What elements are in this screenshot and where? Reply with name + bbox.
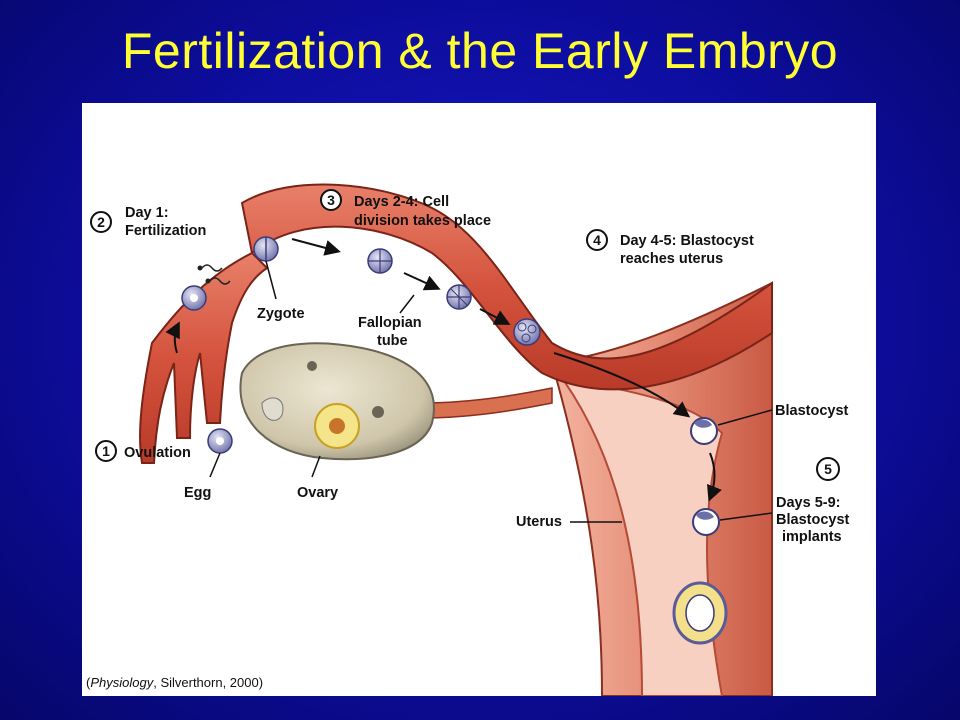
step-3-line1: Days 2-4: Cell bbox=[354, 194, 449, 210]
path-arrow bbox=[707, 452, 722, 502]
path-arrow bbox=[291, 238, 341, 256]
follicle-small bbox=[307, 361, 317, 371]
step-number-5: 5 bbox=[824, 461, 832, 477]
inner-cell-mass bbox=[696, 511, 714, 520]
fimbriae bbox=[139, 251, 269, 464]
inner-cell-mass bbox=[694, 419, 712, 428]
leader-line bbox=[719, 512, 773, 521]
step-1-label: Ovulation bbox=[124, 445, 191, 461]
path-arrow bbox=[403, 272, 441, 291]
step-4-line2: reaches uterus bbox=[620, 251, 723, 267]
zygote-label: Zygote bbox=[257, 306, 305, 322]
citation-rest: , Silverthorn, 2000) bbox=[153, 675, 264, 690]
morula bbox=[513, 318, 541, 346]
step-number-1: 1 bbox=[102, 443, 110, 459]
egg-label: Egg bbox=[184, 485, 211, 501]
implant-label-line3: implants bbox=[782, 529, 842, 545]
sperm bbox=[201, 264, 223, 272]
leader-line bbox=[265, 260, 277, 300]
leader-line bbox=[209, 452, 221, 478]
step-badge-3: 3 bbox=[320, 189, 342, 211]
implant-label-line2: Blastocyst bbox=[776, 512, 850, 528]
uterus-label: Uterus bbox=[516, 514, 562, 530]
citation: (Physiology, Silverthorn, 2000) bbox=[86, 675, 263, 690]
slide-title: Fertilization & the Early Embryo bbox=[121, 23, 839, 79]
ovary bbox=[239, 342, 435, 461]
follicle-small bbox=[372, 406, 384, 418]
implanted-embryo-core bbox=[685, 594, 715, 632]
fertilized-egg-nucleus bbox=[190, 294, 198, 302]
step-number-2: 2 bbox=[97, 214, 105, 230]
ovary-label: Ovary bbox=[297, 485, 338, 501]
follicle-core bbox=[329, 418, 345, 434]
step-4-line1: Day 4-5: Blastocyst bbox=[620, 233, 754, 249]
sperm bbox=[209, 277, 231, 285]
path-arrow bbox=[479, 308, 511, 325]
leader-line bbox=[311, 455, 321, 478]
step-2-line2: Fertilization bbox=[125, 223, 206, 239]
morula-cell bbox=[517, 322, 527, 332]
egg-nucleus bbox=[216, 437, 224, 445]
sperm-head bbox=[197, 265, 203, 271]
step-2-line1: Day 1: bbox=[125, 205, 169, 221]
step-badge-2: 2 bbox=[90, 211, 112, 233]
sperm-head bbox=[205, 278, 211, 284]
path-arrow bbox=[165, 321, 180, 354]
ruptured-follicle bbox=[261, 397, 284, 421]
leader-line bbox=[717, 409, 773, 426]
step-badge-4: 4 bbox=[586, 229, 608, 251]
morula-cell bbox=[521, 333, 531, 343]
morula-cell bbox=[527, 324, 537, 334]
leader-line bbox=[399, 294, 415, 314]
step-badge-1: 1 bbox=[95, 440, 117, 462]
fallopian-label-line2: tube bbox=[377, 333, 408, 349]
implant-label-line1: Days 5-9: bbox=[776, 495, 840, 511]
step-number-4: 4 bbox=[593, 232, 601, 248]
fallopian-label-line1: Fallopian bbox=[358, 315, 422, 331]
citation-book: Physiology bbox=[90, 675, 154, 690]
citation-open: ( bbox=[86, 675, 91, 690]
fallopian-tube bbox=[240, 183, 773, 391]
fertilization-diagram: 2 3 4 1 5 Day 1: Fertilization Days 2-4:… bbox=[82, 103, 876, 696]
anatomy-illustration: 2 3 4 1 5 Day 1: Fertilization Days 2-4:… bbox=[90, 183, 850, 696]
path-arrow bbox=[553, 352, 691, 418]
step-3-line2: division takes place bbox=[354, 213, 491, 229]
step-badge-5: 5 bbox=[816, 457, 840, 481]
step-number-3: 3 bbox=[327, 192, 335, 208]
blastocyst-label: Blastocyst bbox=[775, 403, 849, 419]
ovarian-ligament bbox=[421, 387, 553, 419]
cell-division-line bbox=[450, 288, 468, 306]
